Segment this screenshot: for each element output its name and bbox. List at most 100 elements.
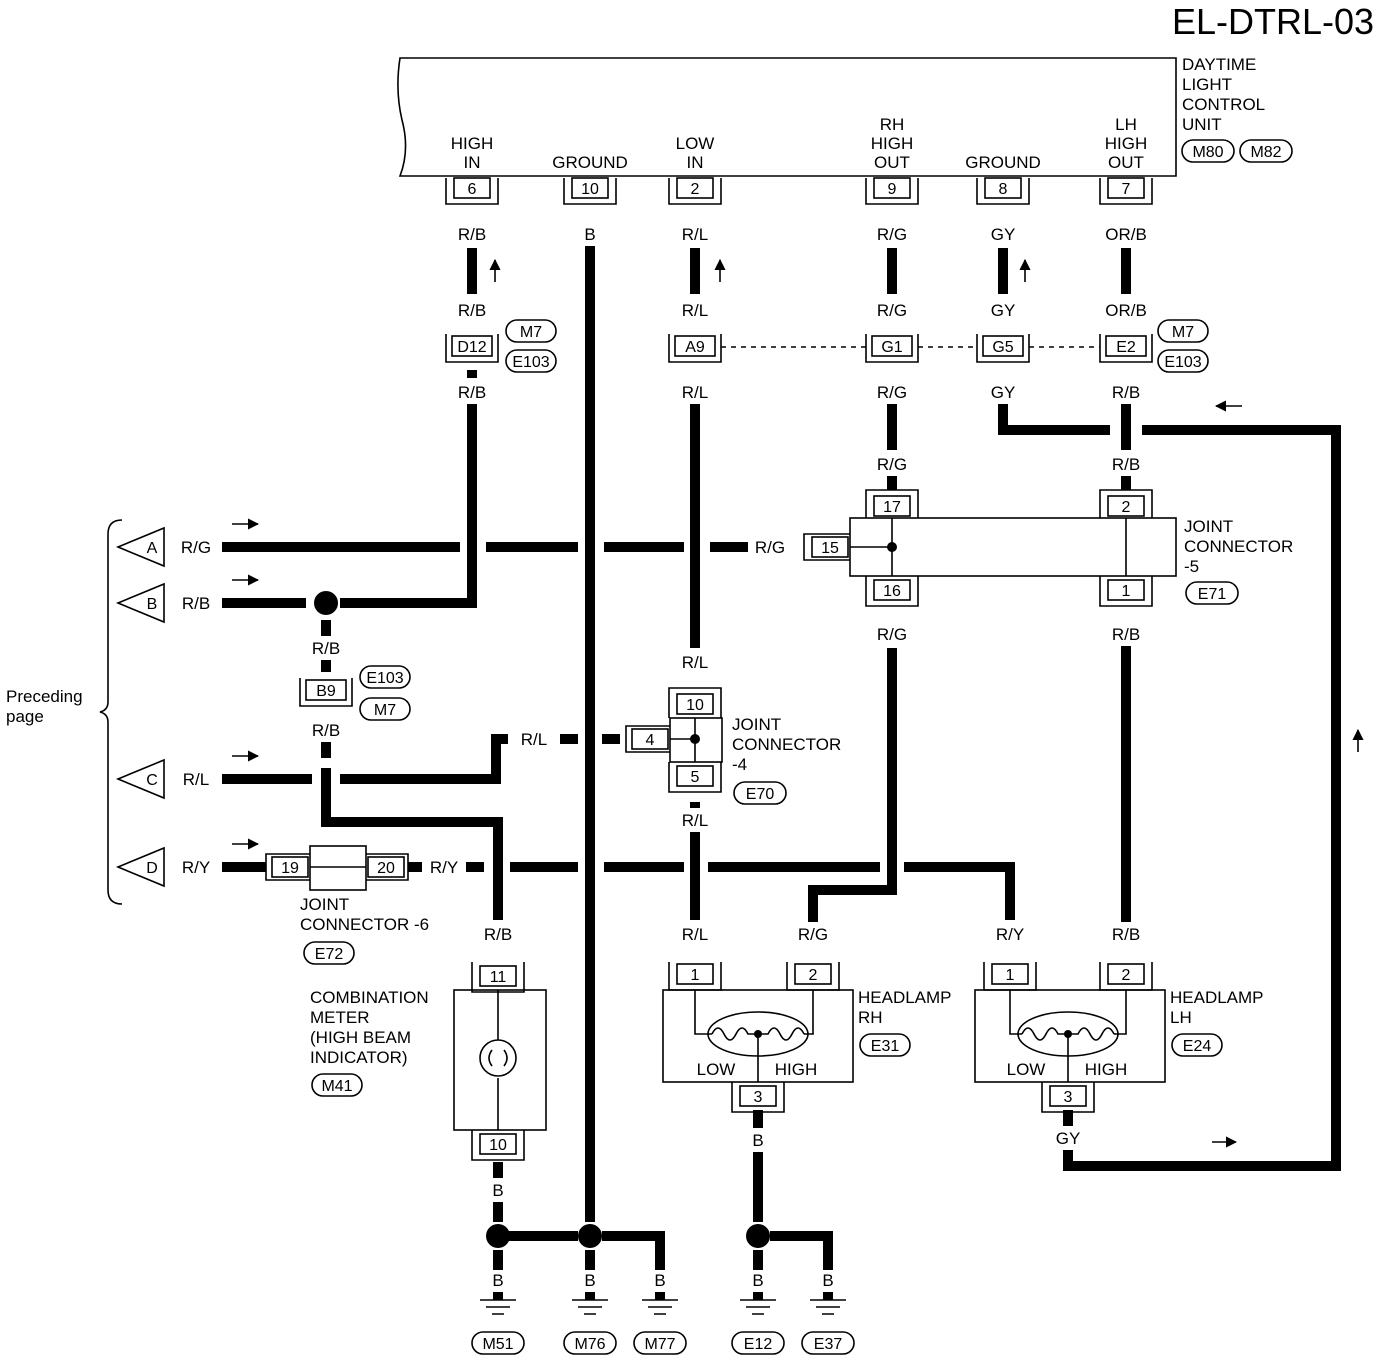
headlamp-lh: 1 2 3 LOW HIGH HEADLAMP LH E24: [974, 962, 1264, 1113]
svg-text:LOW: LOW: [697, 1060, 736, 1079]
svg-text:10: 10: [581, 181, 599, 198]
svg-text:R/Y: R/Y: [430, 858, 458, 877]
svg-text:R/G: R/G: [877, 301, 907, 320]
ground-m51: M51: [471, 1292, 525, 1355]
svg-text:R/G: R/G: [877, 383, 907, 402]
svg-text:UNIT: UNIT: [1182, 115, 1222, 134]
svg-text:R/G: R/G: [877, 455, 907, 474]
svg-text:R/Y: R/Y: [182, 858, 210, 877]
terminal-10: 10: [563, 177, 617, 205]
headlamp-rh: 1 2 3 LOW HIGH HEADLAMP RH E31: [662, 962, 952, 1113]
svg-text:R/L: R/L: [682, 383, 708, 402]
svg-text:R/G: R/G: [877, 225, 907, 244]
svg-text:R/B: R/B: [458, 225, 486, 244]
svg-text:E70: E70: [746, 786, 775, 803]
svg-text:B: B: [752, 1271, 763, 1290]
svg-text:6: 6: [468, 181, 477, 198]
connector-d12: D12: [445, 334, 499, 363]
svg-text:9: 9: [888, 181, 897, 198]
svg-text:R/G: R/G: [181, 538, 211, 557]
svg-text:CONNECTOR: CONNECTOR: [732, 735, 841, 754]
svg-text:2: 2: [691, 181, 700, 198]
svg-text:E24: E24: [1183, 1038, 1212, 1055]
svg-text:10: 10: [686, 697, 704, 714]
svg-text:B: B: [492, 1181, 503, 1200]
svg-text:B: B: [822, 1271, 833, 1290]
svg-text:CONNECTOR: CONNECTOR: [1184, 537, 1293, 556]
ref-d: D: [115, 846, 165, 888]
svg-text:Preceding: Preceding: [6, 687, 83, 706]
ground-e12: E12: [731, 1292, 785, 1355]
ground-m76: M76: [563, 1292, 617, 1355]
svg-text:5: 5: [691, 769, 700, 786]
svg-text:CONTROL: CONTROL: [1182, 95, 1265, 114]
ref-a: A: [115, 526, 165, 568]
svg-text:R/B: R/B: [182, 594, 210, 613]
svg-text:E12: E12: [744, 1336, 773, 1353]
daytime-light-control-unit: DAYTIME LIGHT CONTROL UNIT M80 M82 HIGH …: [397, 55, 1293, 205]
svg-text:M41: M41: [321, 1078, 352, 1095]
svg-text:E72: E72: [315, 946, 344, 963]
svg-text:R/G: R/G: [755, 538, 785, 557]
svg-text:HIGH: HIGH: [871, 134, 914, 153]
svg-text:R/B: R/B: [312, 721, 340, 740]
svg-text:HIGH: HIGH: [1105, 134, 1148, 153]
svg-text:R/L: R/L: [682, 925, 708, 944]
svg-text:B9: B9: [316, 683, 336, 700]
ref-b: B: [115, 582, 165, 624]
svg-text:M7: M7: [520, 324, 542, 341]
preceding-page-refs: Preceding page A B C D: [6, 519, 165, 905]
svg-text:JOINT: JOINT: [1184, 517, 1233, 536]
svg-text:1: 1: [691, 967, 700, 984]
svg-text:LIGHT: LIGHT: [1182, 75, 1232, 94]
terminal-2: 2: [668, 177, 722, 205]
svg-text:M76: M76: [574, 1336, 605, 1353]
svg-text:E103: E103: [512, 354, 549, 371]
svg-text:M7: M7: [1172, 324, 1194, 341]
svg-text:20: 20: [377, 860, 395, 877]
svg-text:R/G: R/G: [877, 625, 907, 644]
svg-text:GY: GY: [991, 383, 1016, 402]
wire-labels: R/B B R/L R/G GY OR/B R/B R/L R/G GY OR/…: [181, 225, 1147, 1290]
svg-text:17: 17: [883, 499, 901, 516]
terminal-9: 9: [865, 177, 919, 205]
svg-text:E103: E103: [366, 670, 403, 687]
svg-text:GY: GY: [991, 225, 1016, 244]
svg-text:LOW: LOW: [1007, 1060, 1046, 1079]
svg-text:GY: GY: [1056, 1129, 1081, 1148]
svg-text:HIGH: HIGH: [775, 1060, 818, 1079]
wires: [222, 246, 1341, 1270]
svg-text:R/B: R/B: [1112, 383, 1140, 402]
svg-text:HIGH: HIGH: [1085, 1060, 1128, 1079]
svg-text:3: 3: [754, 1089, 763, 1106]
svg-text:E71: E71: [1198, 586, 1227, 603]
svg-text:OUT: OUT: [874, 153, 910, 172]
svg-text:G1: G1: [881, 339, 902, 356]
ground-e37: E37: [801, 1292, 855, 1355]
svg-text:15: 15: [821, 540, 839, 557]
svg-text:R/B: R/B: [1112, 455, 1140, 474]
svg-text:R/B: R/B: [484, 925, 512, 944]
svg-text:B: B: [492, 1271, 503, 1290]
svg-text:B: B: [654, 1271, 665, 1290]
svg-text:R/B: R/B: [312, 639, 340, 658]
svg-text:HEADLAMP: HEADLAMP: [858, 988, 952, 1007]
svg-text:M77: M77: [644, 1336, 675, 1353]
svg-text:16: 16: [883, 583, 901, 600]
svg-text:D: D: [146, 860, 158, 877]
svg-text:3: 3: [1064, 1089, 1073, 1106]
svg-text:E2: E2: [1116, 339, 1136, 356]
svg-text:OR/B: OR/B: [1105, 301, 1147, 320]
svg-text:page: page: [6, 707, 44, 726]
svg-text:B: B: [752, 1131, 763, 1150]
svg-text:19: 19: [281, 860, 299, 877]
svg-text:R/L: R/L: [521, 730, 547, 749]
svg-text:B: B: [584, 1271, 595, 1290]
svg-text:A: A: [147, 540, 158, 557]
svg-text:B: B: [147, 596, 158, 613]
ground-m77: M77: [633, 1292, 687, 1355]
svg-text:1: 1: [1006, 967, 1015, 984]
connector-b9: B9: [299, 678, 353, 707]
svg-text:-4: -4: [732, 755, 747, 774]
svg-text:R/L: R/L: [682, 225, 708, 244]
